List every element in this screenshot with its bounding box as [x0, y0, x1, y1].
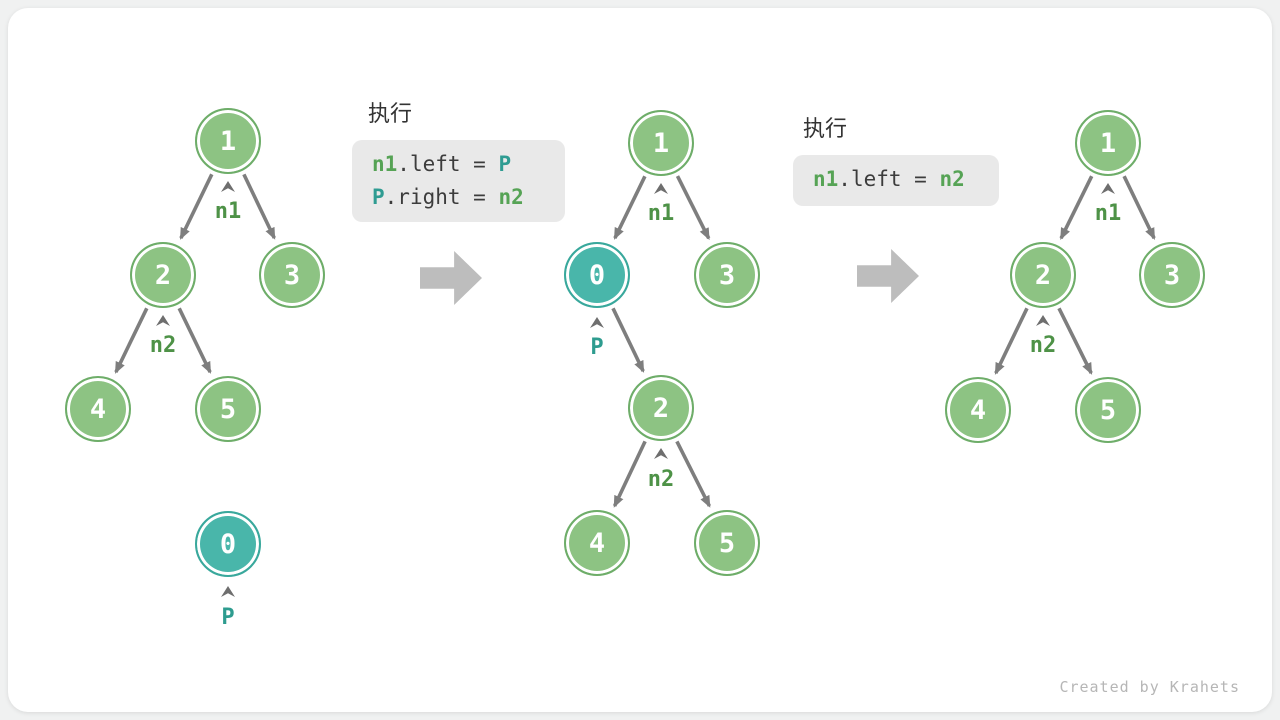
- tree1-label-n2: n2: [149, 333, 177, 358]
- tree3-label-n2: n2: [1029, 333, 1057, 358]
- code1-heading: 执行: [368, 102, 413, 127]
- token-plain: .left =: [397, 152, 499, 176]
- tree1-node-2: 2: [130, 242, 196, 308]
- tree3-node-1: 1: [1075, 110, 1141, 176]
- tree2-label-n1: n1: [647, 201, 675, 226]
- watermark: Created by Krahets: [1059, 678, 1240, 696]
- up-arrow-icon: [653, 448, 669, 460]
- tree2-node-4: 4: [564, 510, 630, 576]
- tree2-node-5: 5: [694, 510, 760, 576]
- up-arrow-icon: [155, 315, 171, 327]
- code2-box: n1.left = n2: [793, 155, 999, 206]
- token-plain: .right =: [384, 185, 499, 209]
- code2-heading: 执行: [803, 117, 848, 142]
- token-plain: .left =: [838, 167, 940, 191]
- tree2-node-1: 1: [628, 110, 694, 176]
- tree2-node-0: 0: [564, 242, 630, 308]
- tree3-node-5: 5: [1075, 377, 1141, 443]
- tree2-node-2: 2: [628, 375, 694, 441]
- tree1-node-1: 1: [195, 108, 261, 174]
- token-n1: n1: [813, 167, 839, 191]
- tree1-node-5: 5: [195, 376, 261, 442]
- token-P: P: [372, 185, 385, 209]
- tree1-node-0: 0: [195, 511, 261, 577]
- up-arrow-icon: [653, 183, 669, 195]
- tree3-label-n1: n1: [1094, 201, 1122, 226]
- tree2-label-n2: n2: [647, 467, 675, 492]
- tree2-label-P: P: [590, 335, 604, 360]
- up-arrow-icon: [220, 586, 236, 598]
- tree3-node-3: 3: [1139, 242, 1205, 308]
- tree1-label-P: P: [221, 605, 235, 630]
- code1-line1: n1.left = P: [372, 152, 511, 176]
- token-n2: n2: [939, 167, 965, 191]
- up-arrow-icon: [589, 317, 605, 329]
- token-n1: n1: [372, 152, 398, 176]
- up-arrow-icon: [220, 181, 236, 193]
- tree1-label-n1: n1: [214, 199, 242, 224]
- tree1-node-3: 3: [259, 242, 325, 308]
- tree3-node-4: 4: [945, 377, 1011, 443]
- tree2-node-3: 3: [694, 242, 760, 308]
- up-arrow-icon: [1100, 183, 1116, 195]
- token-P: P: [498, 152, 512, 176]
- token-n2: n2: [498, 185, 524, 209]
- code2-line1: n1.left = n2: [813, 167, 965, 191]
- tree3-node-2: 2: [1010, 242, 1076, 308]
- up-arrow-icon: [1035, 315, 1051, 327]
- code1-line2: P.right = n2: [372, 185, 524, 209]
- tree1-node-4: 4: [65, 376, 131, 442]
